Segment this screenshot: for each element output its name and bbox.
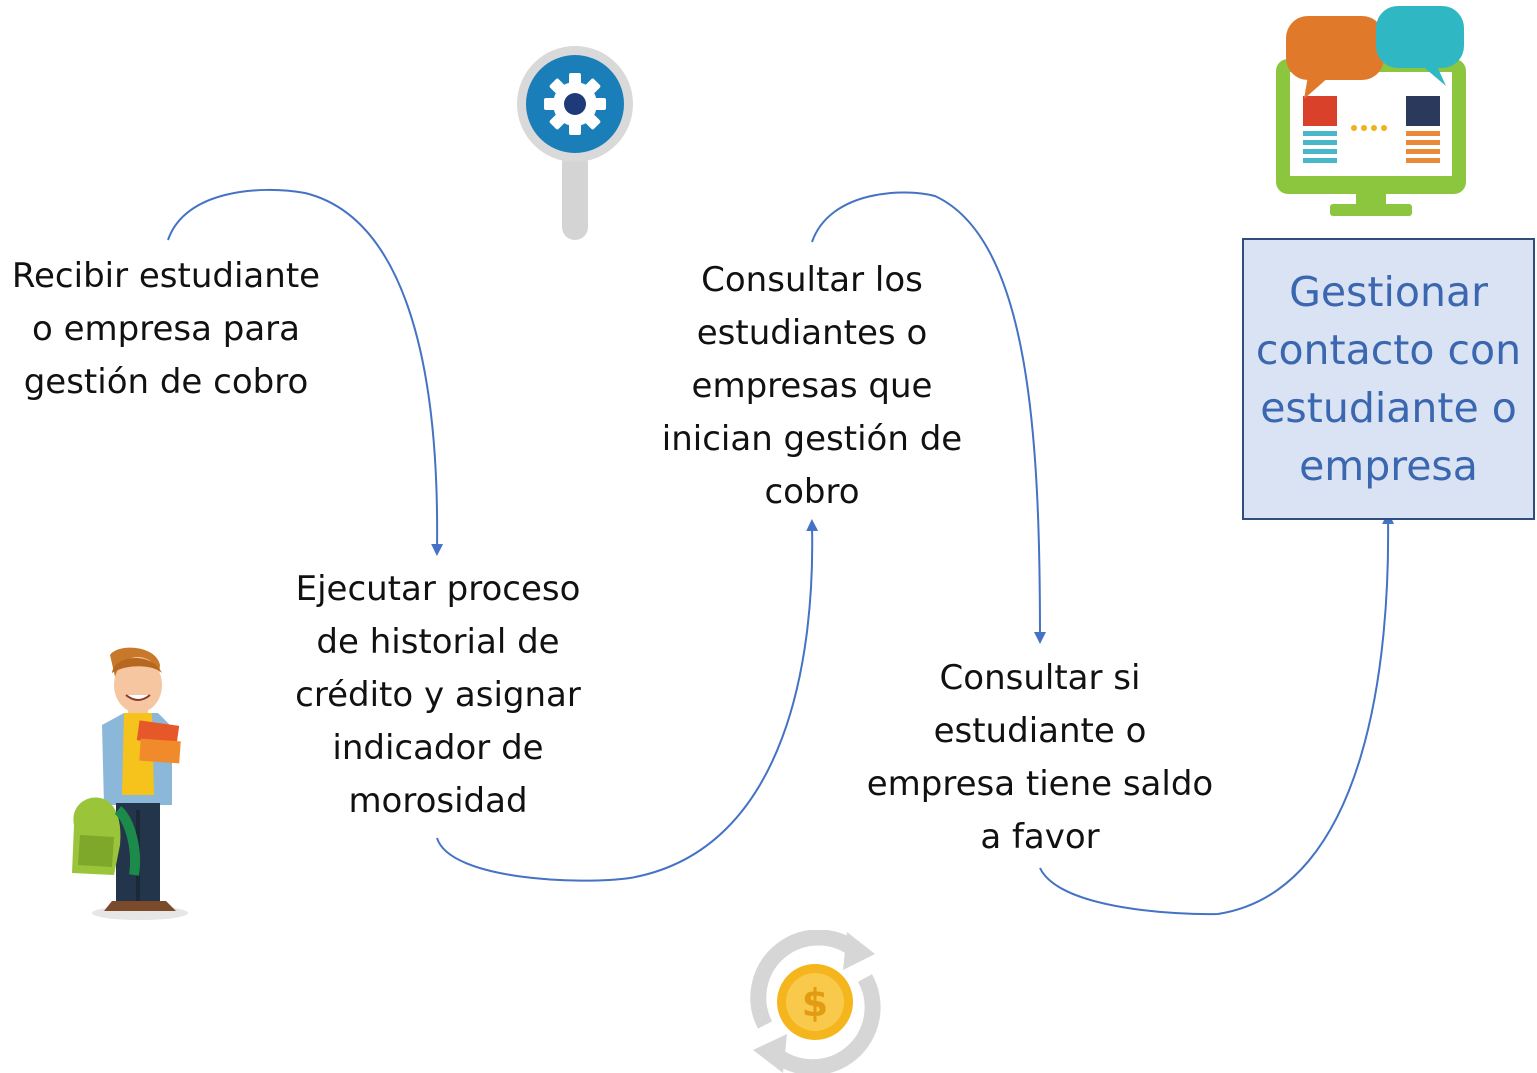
- final-line: Gestionar: [1289, 268, 1488, 316]
- arrow-1: [167, 188, 444, 556]
- step-recibir: Recibir estudiante o empresa para gestió…: [0, 250, 332, 409]
- step-line: estudiantes o: [696, 313, 928, 353]
- chat-monitor-icon: [1276, 6, 1466, 216]
- step-consultar-saldo: Consultar si estudiante o empresa tiene …: [850, 652, 1230, 864]
- step-line: gestión de cobro: [23, 362, 309, 402]
- step-line: o empresa para: [32, 309, 300, 349]
- final-line: contacto con: [1255, 326, 1522, 374]
- step-consultar-estudiantes: Consultar los estudiantes o empresas que…: [650, 254, 974, 519]
- step-line: Consultar los: [701, 260, 923, 300]
- step-line: crédito y asignar: [295, 675, 581, 715]
- step-line: a favor: [980, 817, 1100, 857]
- step-line: Recibir estudiante: [11, 256, 321, 296]
- step-line: estudiante o: [933, 711, 1147, 751]
- step-line: morosidad: [348, 781, 528, 821]
- arrow-4: [1039, 512, 1395, 916]
- final-line: estudiante o: [1260, 384, 1517, 432]
- svg-text:$: $: [802, 981, 828, 1025]
- step-line: Ejecutar proceso: [295, 569, 581, 609]
- step-line: empresas que: [691, 366, 933, 406]
- step-line: inician gestión de: [661, 419, 963, 459]
- step-line: Consultar si: [939, 658, 1141, 698]
- gear-magnifier-icon: [517, 46, 633, 240]
- step-ejecutar: Ejecutar proceso de historial de crédito…: [282, 563, 594, 828]
- step-line: cobro: [764, 472, 860, 512]
- final-line: empresa: [1299, 442, 1478, 490]
- step-line: de historial de: [316, 622, 560, 662]
- step-line: empresa tiene saldo: [866, 764, 1214, 804]
- step-line: indicador de: [332, 728, 544, 768]
- student-illustration: [72, 647, 188, 920]
- arrow-3: [811, 191, 1046, 644]
- coin-cycle-icon: $: [750, 930, 881, 1073]
- arrow-2: [436, 519, 819, 882]
- final-step-box: Gestionar contacto con estudiante o empr…: [1242, 238, 1535, 520]
